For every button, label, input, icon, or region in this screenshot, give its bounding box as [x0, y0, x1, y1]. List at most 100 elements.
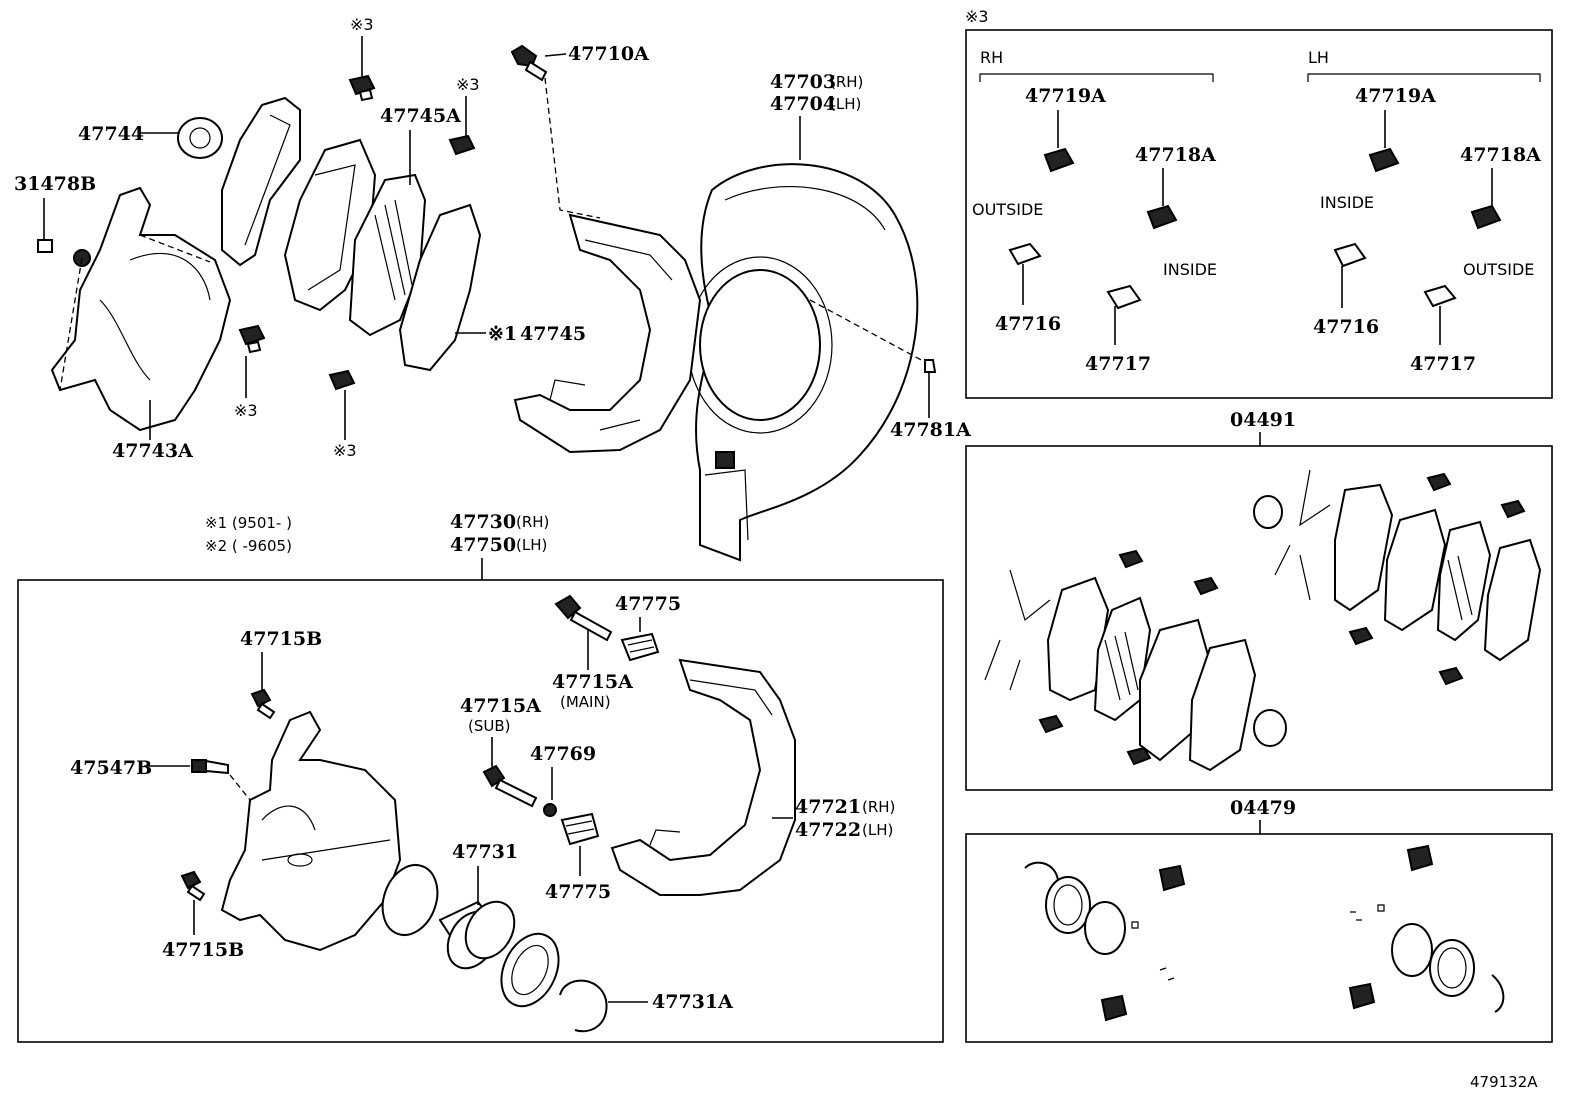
piston-seal: [381, 864, 439, 936]
pad-kit-parts: [984, 469, 1542, 772]
caliper-plug: [37, 239, 53, 253]
lh-shim-47718A: [1470, 204, 1502, 230]
label-47743A: 47743A: [112, 440, 193, 462]
lh-outside: OUTSIDE: [1463, 260, 1534, 279]
label-47775-top: 47775: [615, 593, 681, 615]
label-47715A-sub: 47715A: [460, 695, 541, 717]
note3-b: ※3: [456, 75, 480, 94]
label-47547B: 47547B: [70, 757, 152, 779]
label-47703: 47703: [770, 71, 836, 93]
caliper-cylinder: [220, 710, 402, 952]
label-47710A: 47710A: [568, 43, 649, 65]
label-47730: 47730: [450, 511, 516, 533]
label-47745-note: ※1: [488, 323, 517, 345]
label-47721: 47721: [795, 796, 861, 818]
rh-47717: 47717: [1085, 353, 1151, 375]
shim-kit-box: [965, 29, 1553, 399]
note3-c: ※3: [234, 401, 258, 420]
rh-shim-47719A: [1043, 147, 1075, 173]
rh-outside: OUTSIDE: [972, 200, 1043, 219]
caliper-torque-plate: [610, 658, 796, 896]
label-47731A: 47731A: [652, 991, 733, 1013]
label-47730-side: (RH): [516, 513, 549, 531]
legend-note-2: ※2 ( -9605): [205, 537, 292, 555]
label-47744: 47744: [78, 123, 144, 145]
rh-inside: INSIDE: [1163, 260, 1217, 279]
lh-clip-47716: [1333, 242, 1367, 268]
anti-squeal-plate: [177, 117, 223, 159]
rh-clip-47716: [1008, 242, 1042, 266]
lh-47718A: 47718A: [1460, 144, 1541, 166]
legend-note-1: ※1 (9501- ): [205, 514, 292, 532]
label-47745A: 47745A: [380, 105, 461, 127]
label-47750: 47750: [450, 534, 516, 556]
rh-47716: 47716: [995, 313, 1061, 335]
slide-pin-boot-top: [620, 632, 660, 662]
seal-kit-box: [965, 833, 1553, 1043]
rh-shim-47718A: [1146, 204, 1178, 230]
cylinder-boot: [500, 932, 560, 1008]
rh-47718A: 47718A: [1135, 144, 1216, 166]
label-47715A-main: 47715A: [552, 671, 633, 693]
label-sub: (SUB): [468, 717, 511, 735]
label-47715B-top: 47715B: [240, 628, 322, 650]
label-47722-side: (LH): [862, 821, 893, 839]
lh-clip-47717: [1423, 284, 1457, 308]
slide-pin-main: [554, 594, 613, 642]
label-47775-bottom: 47775: [545, 881, 611, 903]
lh-inside: INSIDE: [1320, 193, 1374, 212]
pad-clip: [348, 74, 376, 102]
note3-a: ※3: [350, 15, 374, 34]
pad-kit-box: [965, 445, 1553, 791]
disc-brake-pad-outer: [221, 96, 301, 267]
slide-pin-sub: [482, 764, 538, 808]
label-47703-side: (RH): [830, 73, 863, 91]
label-47745: 47745: [520, 323, 586, 345]
label-47731: 47731: [452, 841, 518, 863]
pad-clip: [448, 134, 476, 156]
seal-kit-parts: [1024, 844, 1505, 1022]
piston: [438, 900, 516, 970]
figure-id: 479132A: [1470, 1073, 1538, 1091]
bushing: [543, 803, 557, 817]
pad-clip: [238, 324, 266, 354]
pad-wear-indicator-shim: [348, 173, 427, 337]
label-47715B-bottom: 47715B: [162, 939, 244, 961]
lh-47719A: 47719A: [1355, 85, 1436, 107]
label-47769: 47769: [530, 743, 596, 765]
rh-47719A: 47719A: [1025, 85, 1106, 107]
rh-clip-47717: [1106, 284, 1142, 310]
lh-47717: 47717: [1410, 353, 1476, 375]
pad-clip: [328, 369, 356, 391]
bleeder-bolt-top: [250, 688, 276, 720]
label-lh: LH: [1308, 48, 1329, 67]
cylinder-body: [50, 186, 232, 432]
lh-47716: 47716: [1313, 316, 1379, 338]
caliper-assembly-box: [17, 579, 944, 1043]
bleeder-plug: [510, 44, 548, 82]
label-main: (MAIN): [560, 693, 611, 711]
caliper-torque-plate-top: [513, 213, 702, 454]
label-47722: 47722: [795, 819, 861, 841]
label-47704-side: (LH): [830, 95, 861, 113]
label-47781A: 47781A: [890, 419, 971, 441]
label-47704: 47704: [770, 93, 836, 115]
bleeder-bolt-bottom: [180, 870, 206, 902]
disc-dust-cover: [687, 163, 919, 562]
anti-squeal-shim: [398, 203, 482, 372]
label-31478B: 31478B: [14, 173, 96, 195]
dust-cover-bolt: [924, 359, 937, 373]
lh-shim-47719A: [1368, 147, 1400, 173]
label-47721-side: (RH): [862, 798, 895, 816]
note3-d: ※3: [333, 441, 357, 460]
set-ring: [559, 979, 608, 1033]
shim-box-note: ※3: [965, 7, 989, 26]
label-04491: 04491: [1230, 409, 1296, 431]
label-rh: RH: [980, 48, 1003, 67]
label-47750-side: (LH): [516, 536, 547, 554]
slide-pin-boot-bottom: [560, 812, 600, 846]
bleeder-plug-cap: [191, 759, 229, 775]
label-04479: 04479: [1230, 797, 1296, 819]
